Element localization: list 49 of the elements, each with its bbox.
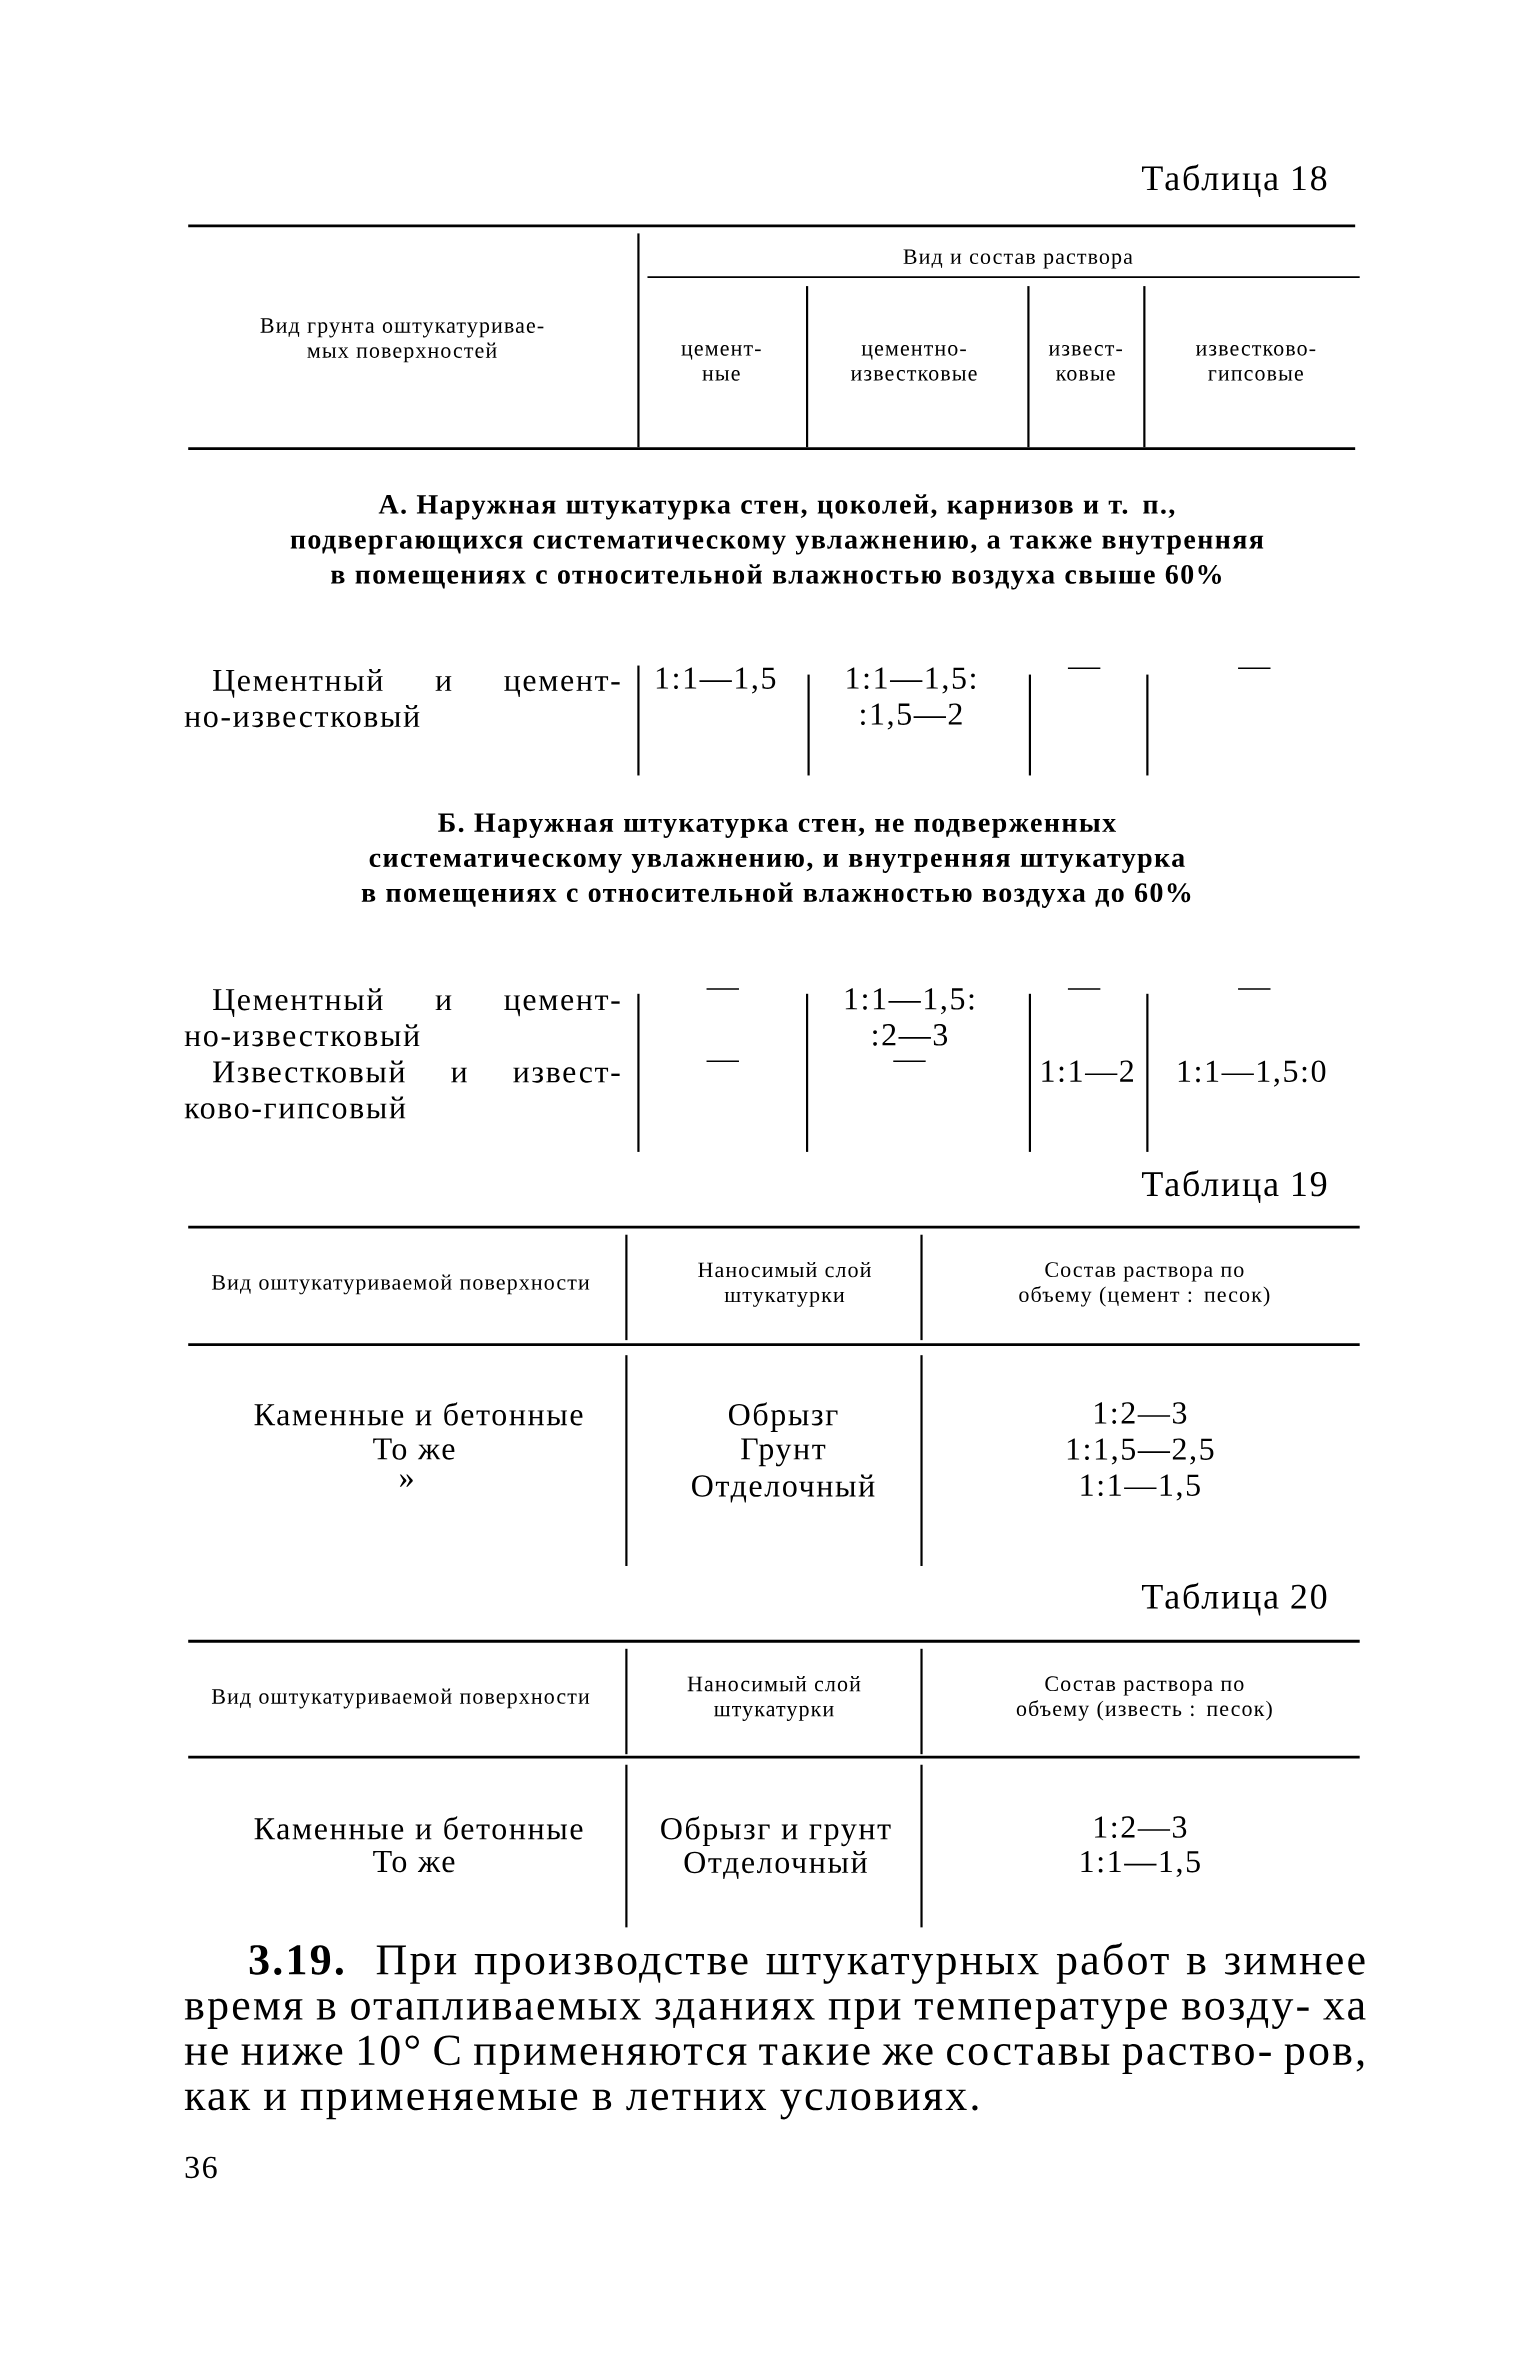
section-heading: Б. Наружная штукатурка стен, не подверженных систематическому увлажнению, и внутренняя штукатурка в помещениях с относительной влажностью воздуха до 60% [361, 813, 1191, 908]
page-number: 36 [185, 2156, 217, 2179]
table-title: Таблица 18 [1141, 164, 1327, 198]
column-header: Наносимый слой штукатурки [687, 1676, 861, 1721]
table-cell: — [1237, 667, 1271, 670]
table-title: Таблица 20 [1141, 1582, 1327, 1616]
column-header: Вид и состав раствора [903, 249, 1133, 269]
column-header: извест- ковые [1048, 345, 1122, 381]
column-header: Наносимый слой штукатурки [698, 1262, 871, 1307]
column-header: цемент- ные [681, 345, 761, 381]
table-cell: Каменные и бетонные [254, 1816, 583, 1840]
row-label: Цементный и цемент- но-известковый [184, 668, 620, 728]
table-cell: То же [373, 1850, 455, 1873]
table-cell: — [706, 1060, 739, 1063]
row-label: Известковый и извест- ково-гипсовый [184, 1060, 620, 1119]
column-header: цементно- известковые [850, 345, 977, 381]
table-cell: Обрызг [728, 1402, 838, 1432]
table-cell: — [1237, 988, 1271, 990]
table-cell: — [1067, 667, 1101, 670]
table-cell: 1:1—1,5:0 [1178, 1060, 1326, 1087]
table-cell: То же [373, 1438, 455, 1460]
table-title: Таблица 19 [1141, 1170, 1327, 1203]
table-cell: 1:1—1,5 [1081, 1474, 1200, 1501]
column-header: Состав раствора по объему (известь : песок) [1016, 1676, 1272, 1721]
table-cell: Отделочный [691, 1474, 875, 1503]
table-cell: 1:1—1,5 [1081, 1851, 1200, 1877]
table-cell: — [1067, 988, 1101, 990]
column-header: Вид грунта оштукатуривае- мых поверхностей [260, 318, 544, 363]
row-label: Цементный и цемент- но-известковый [184, 988, 620, 1047]
table-cell: 1:1—1,5: :1,5—2 [847, 667, 975, 730]
table-cell: 1:1—1,5: :2—3 [845, 988, 974, 1046]
table-cell: 1:2—3 [1094, 1816, 1187, 1838]
table-cell: 1:1—1,5 [656, 667, 776, 694]
table-cell: — [706, 988, 739, 990]
column-header: Вид оштукатуриваемой поверхности [211, 1688, 590, 1709]
table-cell: Отделочный [684, 1851, 867, 1880]
table-cell: » [399, 1474, 413, 1487]
table-cell: Каменные и бетонные [254, 1402, 583, 1426]
body-paragraph: 3.19. При производстве штукатурных работ в зимнее время в отапливаемых зданиях при температуре возду- ха не ниже 10° С применяются такие же составы раство- ров, как и применяемые в летних условиях. [184, 1942, 1366, 2120]
table-cell: — [893, 1060, 926, 1063]
table-cell: 1:2—3 [1094, 1402, 1187, 1424]
column-header: Вид оштукатуриваемой поверхности [211, 1274, 590, 1295]
section-heading: А. Наружная штукатурка стен, цоколей, карнизов и т. п., подвергающихся систематическому увлажнению, а также внутренняя в помещениях с относительной влажностью воздуха свыше 60% [290, 494, 1264, 590]
table-cell: 1:1,5—2,5 [1067, 1438, 1214, 1465]
column-header: Состав раствора по объему (цемент : песок) [1019, 1262, 1270, 1307]
table-cell: 1:1—2 [1042, 1060, 1133, 1083]
table-cell: Обрызг и грунт [660, 1816, 891, 1847]
column-header: известково- гипсовые [1195, 345, 1316, 381]
table-cell: Грунт [740, 1438, 826, 1467]
